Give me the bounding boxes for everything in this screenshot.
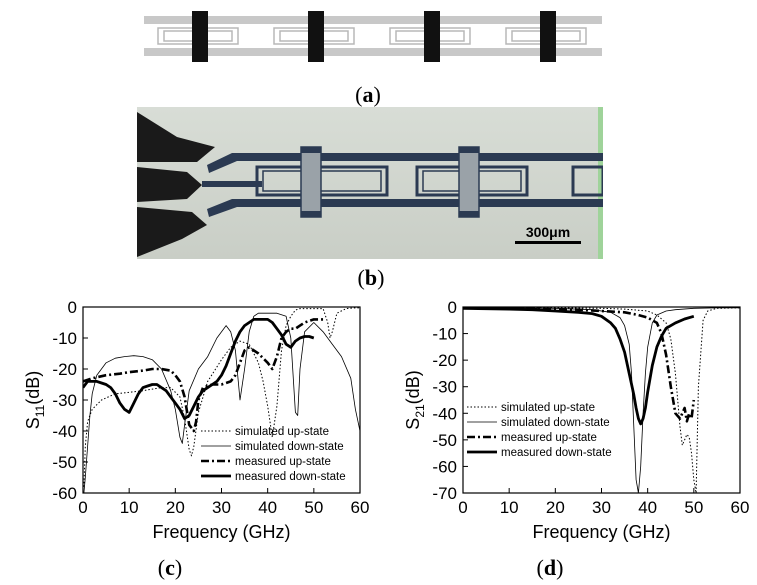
y-axis-label-main: S [23, 417, 43, 429]
y-axis-label-sub: 21 [413, 404, 427, 418]
x-tick-label: 10 [120, 498, 139, 517]
x-axis-label: Frequency (GHz) [152, 522, 290, 542]
x-axis-label: Frequency (GHz) [532, 522, 670, 542]
y-tick-label: 0 [68, 298, 77, 317]
y-tick-label: -40 [432, 404, 457, 423]
scale-bar-label: 300μm [526, 224, 570, 240]
series-line-measured-up-state [83, 318, 324, 433]
panel-d-label: (d) [536, 555, 564, 580]
schematic-top-line [144, 16, 602, 24]
y-tick-label: 0 [448, 298, 457, 317]
legend-label: measured down-state [501, 447, 612, 459]
x-tick-label: 40 [258, 498, 277, 517]
s21-chart: 0 10 20 30 40 50 60 0 -10 -20 -30 -40 -50 -60 -70Frequ… [403, 298, 750, 542]
y-tick-label: -70 [432, 484, 457, 503]
y-tick-label: -20 [432, 351, 457, 370]
series-line-measured-down-state [463, 307, 695, 426]
schematic-bottom-line [144, 48, 602, 56]
schematic-bridges [192, 11, 556, 62]
legend-label: measured up-state [501, 432, 597, 444]
y-tick-label: -50 [432, 431, 457, 450]
legend-label: simulated up-state [235, 426, 329, 438]
panel-a-label: (a) [355, 82, 381, 107]
series-line-simulated-down-state [463, 307, 740, 493]
y-tick-label: -20 [52, 360, 77, 379]
x-tick-label: 50 [684, 498, 703, 517]
x-tick-label: 20 [166, 498, 185, 517]
x-tick-label: 20 [546, 498, 565, 517]
y-axis-label-unit: (dB) [403, 370, 423, 404]
legend-label: simulated down-state [501, 417, 610, 429]
legend-label: simulated down-state [235, 441, 344, 453]
x-tick-label: 30 [592, 498, 611, 517]
schematic-cells [157, 27, 587, 45]
y-tick-label: -10 [432, 325, 457, 344]
y-axis-label-unit: (dB) [23, 371, 43, 405]
y-axis-label-sub: 11 [33, 404, 47, 417]
s11-chart: 0 10 20 30 40 50 60 0 -10 -20 -30 -40 -50 -60Frequenc… [23, 298, 370, 542]
series-line-simulated-up-state [463, 307, 740, 493]
x-tick-label: 50 [304, 498, 323, 517]
y-tick-label: -30 [52, 391, 77, 410]
y-tick-label: -40 [52, 422, 77, 441]
series-line-measured-down-state [83, 318, 315, 420]
micrograph-image: 300μm [137, 107, 603, 259]
schematic-diagram [144, 11, 602, 62]
y-tick-label: -60 [432, 457, 457, 476]
y-tick-label: -30 [432, 378, 457, 397]
legend-label: measured up-state [235, 456, 331, 468]
series-line-simulated-down-state [83, 312, 360, 493]
y-tick-label: -60 [52, 484, 77, 503]
y-tick-label: -10 [52, 329, 77, 348]
x-tick-label: 30 [212, 498, 231, 517]
series-line-measured-up-state [463, 307, 696, 423]
panel-b-label: (b) [357, 265, 385, 290]
y-axis-label-main: S [403, 418, 423, 430]
panel-c-label: (c) [157, 555, 183, 580]
y-axis-label: S21(dB) [403, 370, 427, 429]
scale-bar [515, 241, 581, 244]
x-tick-label: 60 [731, 498, 750, 517]
x-tick-label: 60 [351, 498, 370, 517]
legend-label: simulated up-state [501, 402, 595, 414]
y-axis-label: S11(dB) [23, 371, 47, 430]
x-tick-label: 0 [458, 498, 467, 517]
plot-frame [462, 306, 741, 494]
legend-label: measured down-state [235, 471, 346, 483]
x-tick-label: 10 [500, 498, 519, 517]
x-tick-label: 40 [638, 498, 657, 517]
x-tick-label: 0 [78, 498, 87, 517]
y-tick-label: -50 [52, 453, 77, 472]
